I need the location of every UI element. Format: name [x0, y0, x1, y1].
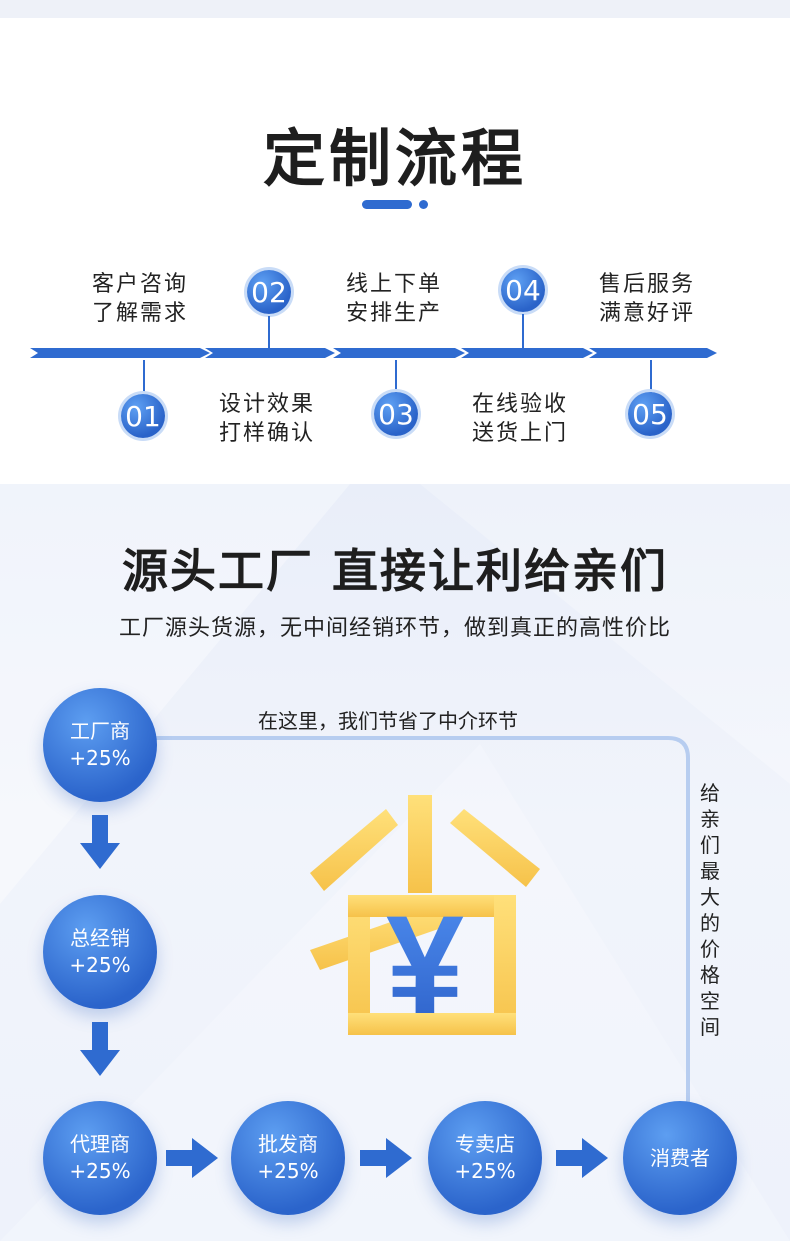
vertical-char: 空 — [700, 989, 720, 1013]
step-4-badge: 04 — [501, 268, 545, 312]
step-2-badge: 02 — [247, 270, 291, 314]
node-store: 专卖店 +25% — [428, 1101, 542, 1215]
arrow-right-icon — [360, 1138, 412, 1178]
vertical-char: 的 — [700, 911, 720, 935]
arrow-right-icon — [166, 1138, 218, 1178]
vertical-char: 给 — [700, 781, 720, 805]
node-markup: +25% — [69, 746, 131, 770]
factory-title: 源头工厂 直接让利给亲们 — [121, 544, 668, 598]
node-label: 代理商 — [70, 1132, 130, 1156]
node-factory: 工厂商 +25% — [43, 688, 157, 802]
node-label: 消费者 — [650, 1145, 710, 1170]
vertical-note: 给 亲 们 最 大 的 价 格 空 间 — [697, 780, 723, 1040]
node-markup: +25% — [257, 1159, 319, 1183]
step-5-line1: 售后服务 — [599, 272, 696, 297]
node-agent: 代理商 +25% — [43, 1101, 157, 1215]
step-3-line2: 安排生产 — [346, 301, 443, 326]
arrow-right-icon — [556, 1138, 608, 1178]
background-light-rays — [0, 484, 790, 1241]
vertical-char: 格 — [700, 963, 720, 987]
step-4-line1: 在线验收 — [472, 392, 569, 417]
factory-subtitle: 工厂源头货源，无中间经销环节，做到真正的高性价比 — [118, 616, 671, 641]
timeline-segment-4 — [461, 348, 593, 358]
yuan-icon: ¥ — [386, 886, 464, 1043]
step-5-line2: 满意好评 — [599, 301, 696, 326]
save-note: 在这里，我们节省了中介环节 — [258, 709, 518, 733]
title-dash-dot — [419, 200, 428, 209]
step-1-line1: 客户咨询 — [92, 272, 189, 297]
step-3-text: 线上下单 安排生产 — [346, 270, 442, 328]
step-4-text: 在线验收 送货上门 — [472, 390, 568, 448]
step-3-badge: 03 — [374, 392, 418, 436]
node-wholesaler: 批发商 +25% — [231, 1101, 345, 1215]
node-general-distributor: 总经销 +25% — [43, 895, 157, 1009]
timeline-segment-3 — [333, 348, 465, 358]
timeline-segment-2 — [205, 348, 335, 358]
save-symbol-graphic: ¥ — [310, 795, 540, 1043]
title-dash-bar — [362, 200, 412, 209]
timeline-segment-1 — [30, 348, 210, 358]
step-1-badge: 01 — [121, 394, 165, 438]
step-1-connector — [143, 360, 145, 394]
vertical-char: 们 — [700, 833, 720, 857]
vertical-char: 大 — [700, 885, 720, 909]
node-markup: +25% — [69, 953, 131, 977]
node-label: 批发商 — [258, 1132, 318, 1156]
node-markup: +25% — [69, 1159, 131, 1183]
vertical-char: 亲 — [700, 807, 720, 831]
node-label: 总经销 — [70, 926, 130, 950]
arrow-down-icon — [80, 815, 120, 869]
node-label: 工厂商 — [70, 719, 130, 743]
arrow-down-icon — [80, 1022, 120, 1076]
step-3-line1: 线上下单 — [346, 272, 443, 297]
step-2-text: 设计效果 打样确认 — [219, 390, 315, 448]
vertical-char: 间 — [700, 1015, 720, 1039]
timeline-arrow-bar — [30, 348, 717, 358]
process-title: 定制流程 — [262, 122, 527, 195]
timeline-segment-5 — [589, 348, 717, 358]
step-3-connector — [395, 360, 397, 394]
vertical-char: 最 — [700, 859, 720, 883]
step-2-line1: 设计效果 — [219, 392, 316, 417]
step-1-text: 客户咨询 了解需求 — [92, 270, 188, 328]
step-5-badge: 05 — [628, 392, 672, 436]
step-4-connector — [522, 314, 524, 348]
top-strip — [0, 0, 790, 18]
step-2-line2: 打样确认 — [219, 421, 316, 446]
node-label: 专卖店 — [455, 1132, 515, 1156]
step-5-connector — [650, 360, 652, 394]
step-5-text: 售后服务 满意好评 — [599, 270, 695, 328]
vertical-char: 价 — [700, 937, 720, 961]
step-4-line2: 送货上门 — [472, 421, 569, 446]
node-consumer: 消费者 — [623, 1101, 737, 1215]
node-markup: +25% — [454, 1159, 516, 1183]
step-1-line2: 了解需求 — [92, 301, 189, 326]
step-2-connector — [268, 316, 270, 348]
